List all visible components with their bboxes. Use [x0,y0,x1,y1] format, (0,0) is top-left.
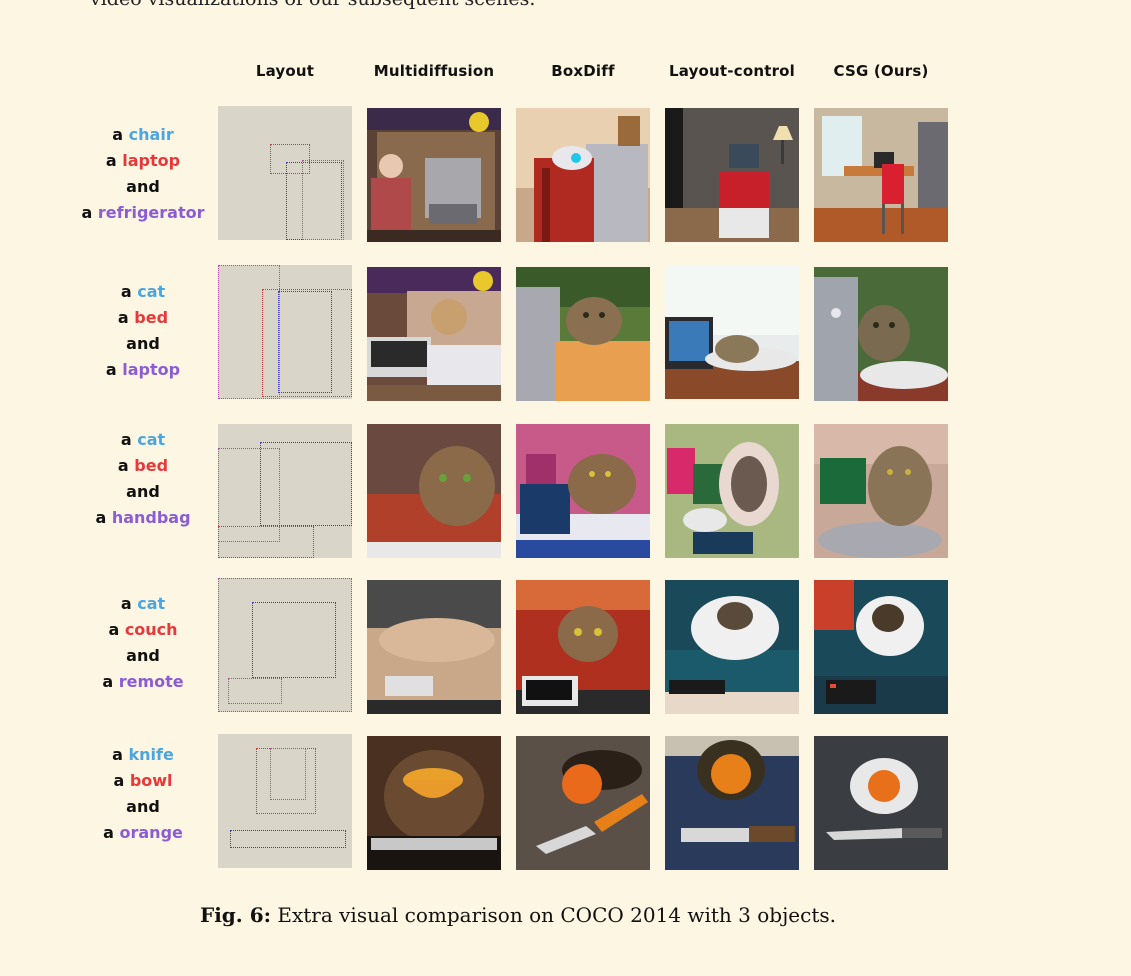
image-boxdiff-row-5 [516,736,650,870]
cutoff-text-line: video visualizations of our subsequent s… [90,0,535,10]
image-layout-control-row-5 [665,736,799,870]
image-multidiffusion-row-4 [367,580,501,714]
image-csg-row-3 [814,424,948,558]
prompt-row-3: a cat a bed and a handbag [95,430,191,527]
prompt-row-1: a chair a laptop and a refrigerator [81,125,205,222]
image-boxdiff-row-4 [516,580,650,714]
prompt-row-4: a cat a couch and a remote [102,594,184,691]
image-csg-row-2 [814,267,948,401]
header-boxdiff: BoxDiff [551,62,615,80]
header-layout-control: Layout-control [668,62,796,80]
layout-tile-row-2 [218,265,352,399]
image-boxdiff-row-3 [516,424,650,558]
image-boxdiff-row-2 [516,267,650,401]
figure-label: Fig. 6: [200,903,272,927]
image-multidiffusion-row-1 [367,108,501,242]
image-layout-control-row-1 [665,108,799,242]
image-multidiffusion-row-5 [367,736,501,870]
image-layout-control-row-2 [665,265,799,399]
figure-caption: Fig. 6: Extra visual comparison on COCO … [200,903,836,927]
prompt-row-2: a cat a bed and a laptop [105,282,181,379]
image-multidiffusion-row-2 [367,267,501,401]
figure-caption-text: Extra visual comparison on COCO 2014 wit… [277,903,836,927]
layout-tile-row-3 [218,424,352,558]
prompt-row-5: a knife a bowl and a orange [103,745,183,842]
image-csg-row-1 [814,108,948,242]
layout-tile-row-5 [218,734,352,868]
layout-tile-row-4 [218,578,352,712]
image-multidiffusion-row-3 [367,424,501,558]
image-layout-control-row-3 [665,424,799,558]
header-csg-ours: CSG (Ours) [833,62,929,80]
header-layout: Layout [255,62,315,80]
image-boxdiff-row-1 [516,108,650,242]
image-csg-row-4 [814,580,948,714]
image-csg-row-5 [814,736,948,870]
header-multidiffusion: Multidiffusion [373,62,495,80]
image-layout-control-row-4 [665,580,799,714]
layout-tile-row-1 [218,106,352,240]
